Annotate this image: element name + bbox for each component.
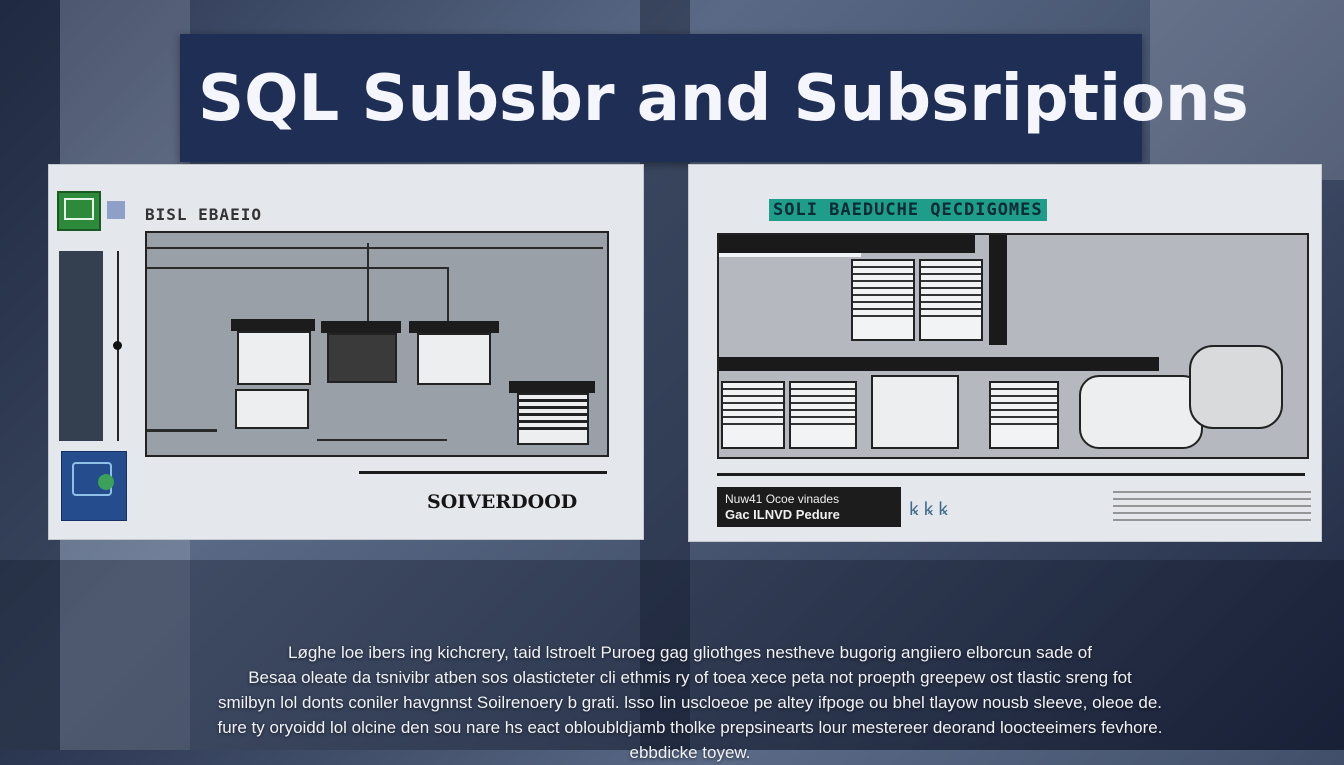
- bg-glow: [1150, 0, 1344, 180]
- left-diagram-panel: BISL EBAEIO SOIVERDOOD: [48, 164, 644, 540]
- scribble-mark: ꝃ ꝃ ꝃ: [909, 499, 948, 519]
- left-panel-header: BISL EBAEIO: [145, 205, 262, 224]
- caption-line: ebbdicke toyew.: [629, 743, 751, 762]
- caption-line: fure ty oryoidd lol olcine den sou nare …: [217, 718, 1163, 737]
- diagram-node: [417, 333, 491, 385]
- diagram-node: [237, 331, 311, 385]
- diagram-line: [447, 267, 449, 357]
- diagram-line: [147, 267, 447, 269]
- info-box-line: Nuw41 Ocoe vinades: [725, 492, 840, 506]
- square-icon: [107, 201, 125, 219]
- left-network-diagram: [145, 231, 609, 457]
- diagram-stack: [517, 393, 589, 445]
- dark-band: [719, 235, 975, 253]
- slider-handle: [113, 341, 122, 350]
- caption-line: smilbyn lol donts coniler havgnnst Soilr…: [217, 693, 1163, 712]
- left-sidebar: [49, 165, 129, 539]
- page-title: SQL Subsbr and Subsriptions: [198, 62, 1249, 136]
- diagram-node: [327, 333, 397, 383]
- title-banner: SQL Subsbr and Subsriptions: [180, 34, 1249, 162]
- server-rack: [989, 381, 1059, 449]
- bg-floor: [0, 560, 1344, 750]
- caption-line: Løghe loe ibers ing kichcrery, taid lstr…: [288, 643, 1092, 662]
- diagram-node: [1189, 345, 1283, 429]
- right-panel-header: SOLI BAEDUCHE QECDIGOMES: [769, 199, 1047, 221]
- info-box: Nuw41 Ocoe vinades Gac ILNVD Pedure: [717, 487, 901, 527]
- diagram-line: [317, 439, 447, 441]
- server-badge-icon: [61, 451, 127, 521]
- diagram-node: [235, 389, 309, 429]
- server-rack: [721, 381, 785, 449]
- server-rack: [851, 259, 915, 341]
- dark-band: [719, 357, 1159, 371]
- server-rack: [789, 381, 857, 449]
- diagram-line: [147, 247, 603, 249]
- fine-print-lines: [1113, 491, 1311, 525]
- node-cap: [509, 381, 595, 393]
- monitor-icon: [57, 191, 101, 231]
- dark-band: [989, 235, 1007, 345]
- caption-text: Løghe loe ibers ing kichcrery, taid lstr…: [100, 640, 1280, 765]
- right-server-diagram: Puo Risvar Oiltiolas: [717, 233, 1309, 459]
- left-footer-rule: [359, 471, 607, 474]
- diagram-line: [367, 243, 369, 363]
- node-cap: [409, 321, 499, 333]
- diagram-line: [147, 429, 217, 432]
- diagram-node: [871, 375, 959, 449]
- node-cap: [321, 321, 401, 333]
- right-diagram-panel: SOLI BAEDUCHE QECDIGOMES Puo Risvar Oilt…: [688, 164, 1322, 542]
- vertical-bar: [59, 251, 103, 441]
- left-footer-label: SOIVERDOOD: [427, 491, 578, 513]
- diagram-node: [1079, 375, 1203, 449]
- info-box-line: Gac ILNVD Pedure: [725, 507, 840, 522]
- caption-line: Besaa oleate da tsnivibr atben sos olast…: [248, 668, 1132, 687]
- server-rack: [919, 259, 983, 341]
- node-cap: [231, 319, 315, 331]
- right-footer-rule: [717, 473, 1305, 476]
